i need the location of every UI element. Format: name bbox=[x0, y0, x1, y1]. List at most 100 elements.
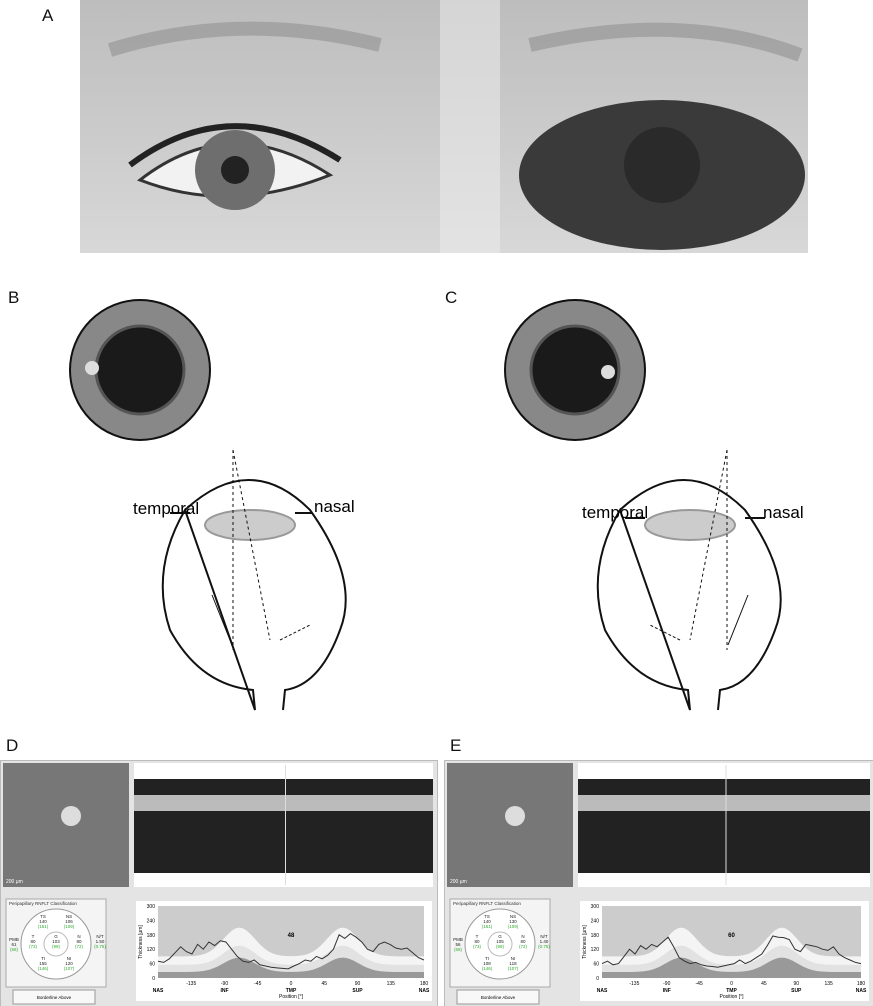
sector-ts: TS bbox=[40, 914, 46, 919]
sector-t: 80 bbox=[30, 939, 36, 944]
sector-t: T bbox=[476, 934, 479, 939]
global-value: 60 bbox=[728, 933, 735, 939]
sector-nt: N/T bbox=[540, 934, 548, 939]
sector-t: 80 bbox=[474, 939, 480, 944]
x-tick: 180 bbox=[857, 981, 866, 987]
x-tick: 0 bbox=[730, 981, 733, 987]
sector-nt: 1.50 bbox=[96, 939, 105, 944]
sector-n: 80 bbox=[76, 939, 82, 944]
sector-ns: NS bbox=[66, 914, 72, 919]
sector-g: G bbox=[498, 934, 502, 939]
thickness-line bbox=[601, 935, 862, 968]
sector-g: 103 bbox=[52, 939, 60, 944]
sector-ns: (109) bbox=[508, 924, 519, 929]
x-tick: 135 bbox=[824, 981, 833, 987]
sector-g: 105 bbox=[496, 939, 504, 944]
sector-n: N bbox=[77, 934, 80, 939]
sector-ni: NI bbox=[511, 956, 516, 961]
y-tick: 120 bbox=[147, 947, 156, 953]
sector-ni: (107) bbox=[64, 966, 75, 971]
sector-ni: NI bbox=[67, 956, 72, 961]
panel-label-c: C bbox=[445, 288, 458, 307]
temporal-label-c: temporal bbox=[582, 503, 648, 522]
sector-pmb: PMB bbox=[453, 937, 463, 942]
x-tick: -135 bbox=[629, 981, 639, 987]
sector-ts: TS bbox=[484, 914, 490, 919]
sector-pmb: (58) bbox=[454, 947, 463, 952]
panel-label-d: D bbox=[6, 736, 19, 755]
sector-g: G bbox=[54, 934, 58, 939]
eye-diagrams: temporal nasal temporal nasal bbox=[69, 299, 804, 711]
scale-bar: 200 µm bbox=[6, 879, 23, 885]
sector-pmb: (58) bbox=[10, 947, 19, 952]
x-tick: 90 bbox=[793, 981, 799, 987]
classification-title: Peripapillary RNFLT Classification bbox=[9, 901, 77, 906]
y-tick: 180 bbox=[591, 933, 600, 939]
front-eye-c bbox=[504, 299, 646, 441]
panel-label-a: A bbox=[42, 6, 54, 25]
sector-ns: NS bbox=[510, 914, 516, 919]
sector-ts: 140 bbox=[483, 919, 491, 924]
y-tick: 60 bbox=[149, 962, 155, 968]
region-label: SUP bbox=[791, 988, 802, 994]
region-label: TMP bbox=[286, 988, 297, 994]
sector-ns: 106 bbox=[65, 919, 73, 924]
classification-result bbox=[12, 989, 96, 1005]
sector-n: 80 bbox=[520, 939, 526, 944]
fundus-image bbox=[3, 763, 129, 887]
sector-pmb: 61 bbox=[11, 942, 17, 947]
sector-ts: (151) bbox=[482, 924, 493, 929]
y-axis-label: Thickness [µm] bbox=[582, 925, 588, 959]
borderline-band bbox=[602, 957, 861, 978]
sector-ns: (109) bbox=[64, 924, 75, 929]
region-label: NAS bbox=[597, 988, 608, 994]
y-tick: 240 bbox=[591, 918, 600, 924]
sector-pmb: 56 bbox=[455, 942, 461, 947]
x-tick: -45 bbox=[254, 981, 261, 987]
region-label: NAS bbox=[419, 988, 430, 994]
sector-center bbox=[43, 931, 69, 957]
eyes-photo bbox=[80, 0, 808, 253]
sector-n: N bbox=[521, 934, 524, 939]
oct-bscan bbox=[134, 779, 433, 873]
sector-g: (99) bbox=[496, 944, 505, 949]
eyeball-b bbox=[161, 449, 347, 711]
global-value: 48 bbox=[288, 933, 295, 939]
rnfl-band bbox=[578, 795, 870, 811]
region-label: INF bbox=[220, 988, 228, 994]
sector-ti: TI bbox=[485, 956, 489, 961]
sector-chart bbox=[464, 908, 536, 980]
x-tick: 45 bbox=[321, 981, 327, 987]
optic-disc bbox=[61, 806, 81, 826]
sector-ns: 130 bbox=[509, 919, 517, 924]
panel-label-b: B bbox=[8, 288, 20, 307]
sector-ni: (107) bbox=[508, 966, 519, 971]
panel-label-e: E bbox=[450, 736, 462, 755]
y-tick: 180 bbox=[147, 933, 156, 939]
sector-n: (72) bbox=[519, 944, 528, 949]
sector-t: (73) bbox=[29, 944, 38, 949]
region-label: NAS bbox=[153, 988, 164, 994]
y-tick: 0 bbox=[152, 976, 155, 982]
classification-result bbox=[456, 989, 540, 1005]
sector-nt: (0.75) bbox=[538, 944, 550, 949]
borderline-band bbox=[158, 957, 424, 978]
region-label: NAS bbox=[856, 988, 867, 994]
x-axis-label: Position [°] bbox=[720, 994, 745, 1000]
y-tick: 60 bbox=[593, 962, 599, 968]
sector-center bbox=[487, 931, 513, 957]
nasal-label-b: nasal bbox=[314, 497, 355, 516]
classification-result-text: Borderline Above bbox=[37, 995, 72, 1000]
x-tick: 180 bbox=[420, 981, 429, 987]
y-tick: 0 bbox=[596, 976, 599, 982]
classification-title: Peripapillary RNFLT Classification bbox=[453, 901, 521, 906]
temporal-label-b: temporal bbox=[133, 499, 199, 518]
x-tick: 0 bbox=[290, 981, 293, 987]
sector-g: (99) bbox=[52, 944, 61, 949]
fundus-image bbox=[447, 763, 573, 887]
sector-nt: N/T bbox=[96, 934, 104, 939]
sector-ts: 140 bbox=[39, 919, 47, 924]
x-tick: -45 bbox=[696, 981, 703, 987]
sector-ti: TI bbox=[41, 956, 45, 961]
